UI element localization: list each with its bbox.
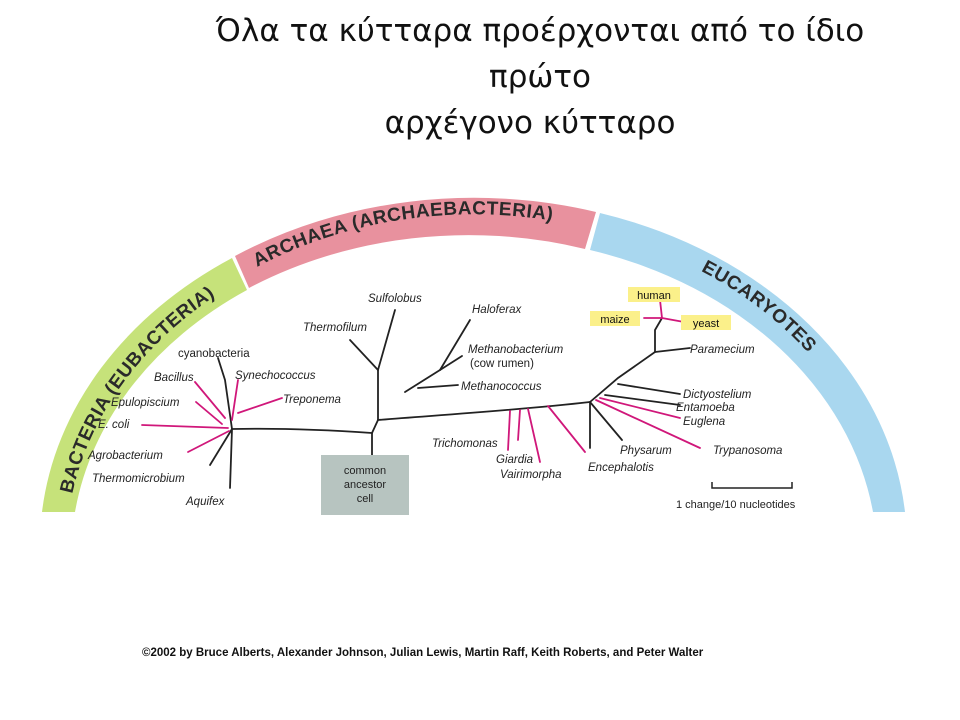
taxon-maize: maize xyxy=(600,314,629,326)
taxon-agrobacterium: Agrobacterium xyxy=(87,450,163,462)
taxon-bacillus: Bacillus xyxy=(154,372,194,384)
taxon-trypanosoma: Trypanosoma xyxy=(713,445,782,457)
taxon-epulopiscium: Epulopiscium xyxy=(111,397,180,409)
taxon-dictyostelium: Dictyostelium xyxy=(683,389,752,401)
branch-euc-stem xyxy=(589,351,656,403)
branch-human xyxy=(659,299,663,319)
taxon-methanobacterium: Methanobacterium xyxy=(468,344,564,356)
scale-bar: 1 change/10 nucleotides xyxy=(676,482,796,511)
highlight-branches xyxy=(141,299,701,463)
branch-giardia xyxy=(507,410,511,451)
taxon-aquifex: Aquifex xyxy=(185,496,226,508)
branch-archaea-2 xyxy=(404,369,441,393)
taxon-giardia: Giardia xyxy=(496,454,533,466)
eucaryotes-band xyxy=(590,213,905,512)
branch-trunk-left xyxy=(231,427,373,434)
root-label-1: common xyxy=(344,465,386,477)
taxon-euglena: Euglena xyxy=(683,416,725,428)
taxon-encephalotis: Encephalotis xyxy=(588,462,654,474)
taxon-cow-rumen: (cow rumen) xyxy=(470,358,534,370)
slide-title: Όλα τα κύτταρα προέρχονται από το ίδιο π… xyxy=(120,8,920,146)
root-label-2: ancestor xyxy=(344,479,387,491)
branch-physarum-mag xyxy=(547,405,586,453)
branch-epulopiscium xyxy=(195,401,223,425)
branch-vairimorpha xyxy=(527,408,541,463)
taxon-trichomonas: Trichomonas xyxy=(432,438,498,450)
branch-agrobacterium xyxy=(187,430,230,453)
yeast-tag: yeast xyxy=(681,315,731,330)
branch-thermofilum xyxy=(349,339,379,371)
taxon-methanococcus: Methanococcus xyxy=(461,381,542,393)
branch-euglena xyxy=(599,397,681,419)
copyright-notice: ©2002 by Bruce Alberts, Alexander Johnso… xyxy=(142,647,704,659)
domain-bands xyxy=(42,197,905,512)
taxon-entamoeba: Entamoeba xyxy=(676,402,735,414)
branch-synechococcus xyxy=(231,379,239,421)
branch-entamoeba xyxy=(604,394,681,406)
taxon-synechococcus: Synechococcus xyxy=(235,370,316,382)
branch-trichomonas xyxy=(517,409,521,441)
branch-ecoli xyxy=(141,424,229,429)
common-ancestor-box: common ancestor cell xyxy=(321,455,409,515)
taxon-sulfolobus: Sulfolobus xyxy=(368,293,422,305)
branch-crown xyxy=(654,317,663,353)
branch-thermomicrobium xyxy=(209,428,233,466)
taxon-thermomicrobium: Thermomicrobium xyxy=(92,473,185,485)
human-tag: human xyxy=(628,287,680,302)
branch-physarum xyxy=(589,401,623,441)
taxon-treponema: Treponema xyxy=(283,394,341,406)
branch-methanococcus xyxy=(417,384,459,389)
branch-bacillus xyxy=(194,381,226,419)
taxon-cyanobacteria: cyanobacteria xyxy=(178,348,250,360)
taxon-vairimorpha: Vairimorpha xyxy=(500,469,562,481)
taxon-human: human xyxy=(637,290,671,302)
bacteria-band xyxy=(42,258,247,512)
root-label-3: cell xyxy=(357,493,374,505)
branch-trypanosoma xyxy=(595,399,701,449)
tree-branches xyxy=(209,309,691,489)
branch-methanobacterium xyxy=(439,355,463,371)
taxon-yeast: yeast xyxy=(693,318,719,330)
scale-bar-label: 1 change/10 nucleotides xyxy=(676,499,796,511)
eucaryotes-label: EUCARYOTES xyxy=(698,257,820,357)
branch-treponema xyxy=(237,397,283,414)
maize-tag: maize xyxy=(590,311,640,326)
taxon-ecoli: E. coli xyxy=(98,419,130,431)
taxon-physarum: Physarum xyxy=(620,445,672,457)
branch-haloferax xyxy=(439,319,471,371)
taxon-haloferax: Haloferax xyxy=(472,304,522,316)
branch-sulfolobus xyxy=(377,309,396,371)
branch-paramecium xyxy=(654,347,691,353)
taxon-thermofilum: Thermofilum xyxy=(303,322,367,334)
branch-yeast xyxy=(661,317,685,323)
branch-aquifex xyxy=(229,428,233,489)
taxon-paramecium: Paramecium xyxy=(690,344,755,356)
bacteria-label: BACTERIA (EUBACTERIA) xyxy=(57,283,219,496)
branch-trunk-right xyxy=(371,401,591,434)
title-line-1: Όλα τα κύτταρα προέρχονται από το ίδιο π… xyxy=(215,13,865,95)
branch-bacteria-hub xyxy=(217,357,233,430)
title-line-2: αρχέγονο κύτταρο xyxy=(384,105,676,141)
archaea-band xyxy=(235,197,596,288)
branch-dictyostelium xyxy=(617,383,681,395)
